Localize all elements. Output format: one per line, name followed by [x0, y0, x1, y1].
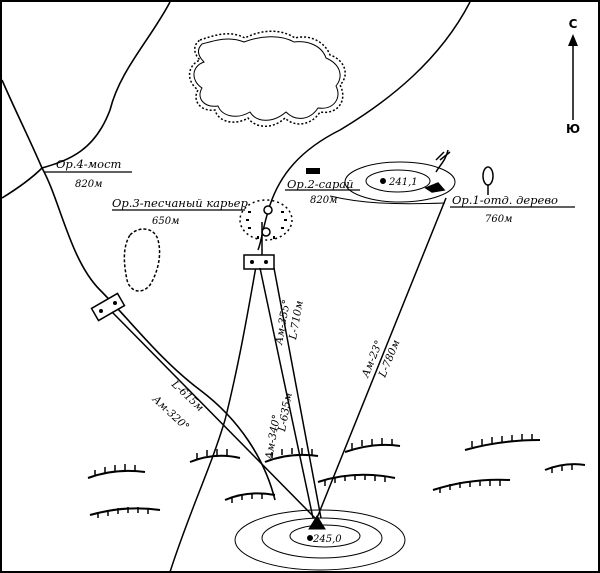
stream: [169, 1, 471, 573]
road-west: [1, 167, 43, 199]
or2-distance: 820м: [310, 195, 337, 206]
observation-point-triangle: [308, 515, 326, 530]
stream-south: [169, 254, 259, 573]
trench-lines: [87, 439, 586, 516]
ray-or3-left: [259, 267, 314, 519]
forest: [188, 30, 346, 127]
observation-height-label: 245,0: [312, 534, 342, 545]
bridge-symbol: [90, 292, 126, 322]
trench-1: [87, 469, 146, 479]
hill-contour-outer: [344, 161, 456, 203]
road-southwest: [41, 167, 276, 501]
compass-south-label: Ю: [566, 122, 580, 136]
sand-quarry: [239, 199, 293, 241]
small-wood: [123, 228, 161, 292]
or4-label: Ор.4-мост: [56, 157, 122, 171]
ray-bridge: [111, 311, 316, 519]
or1-label: Ор.1-отд. дерево: [452, 193, 558, 207]
or2-leader: [329, 195, 446, 205]
or3-distance: 650м: [152, 216, 179, 227]
ray-crossing-length: L-635м: [276, 392, 295, 434]
hill-241: [344, 161, 456, 203]
hill-height-label: 241,1: [388, 177, 418, 188]
or4-distance: 820м: [75, 179, 102, 190]
compass-north-label: С: [569, 17, 578, 31]
landmark-mark: [424, 149, 451, 193]
hill-peak-dot: [380, 178, 386, 184]
ray-or1: [316, 197, 447, 519]
hill-contour-inner: [365, 169, 431, 193]
stream-north: [257, 1, 471, 251]
or1-distance: 760м: [485, 214, 512, 225]
trench-ticks: [94, 434, 573, 518]
barn-symbol: [306, 168, 320, 174]
or3-label: Ор.3-песчаный карьер: [112, 196, 248, 210]
roads: [1, 1, 276, 501]
azimuth-rays: [111, 197, 447, 519]
lone-tree-symbol: [482, 166, 494, 195]
label-underlines: [44, 171, 575, 211]
crossing-symbol: [243, 254, 275, 270]
ray-or3-right: [273, 267, 322, 519]
or2-label: Ор.2-сарай: [287, 177, 354, 191]
road-north: [41, 1, 171, 169]
road-northwest: [1, 79, 43, 169]
compass-arrow-icon: [568, 34, 578, 46]
compass: [568, 34, 578, 120]
